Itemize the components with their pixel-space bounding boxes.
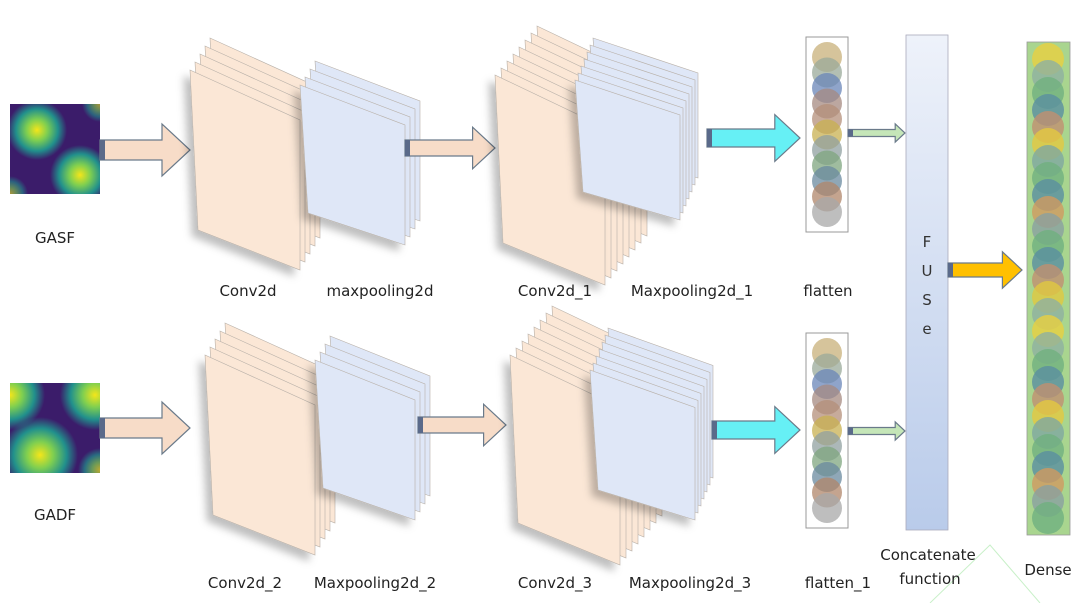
arrow-to-flatten-1 [711, 405, 801, 455]
arrow-flatten-1-to-fuse-shape [847, 420, 906, 442]
arrow-pool-to-conv2d-1 [404, 125, 496, 171]
conv2d-2-stack-sheet [204, 354, 316, 556]
maxpooling2d-2-stack-sheet [314, 359, 416, 521]
gasf-heatmap [10, 104, 100, 194]
arrow-to-flatten-tail [707, 129, 712, 147]
flatten-label: flatten [803, 282, 852, 300]
arrow-fuse-to-dense [947, 250, 1023, 290]
decorative-line [929, 544, 1041, 603]
gadf-heatmap [10, 383, 100, 473]
conv2d-2-stack [204, 322, 336, 556]
gadf-label: GADF [34, 506, 76, 524]
arrow-flatten-to-fuse [847, 122, 906, 144]
flatten-layer [805, 36, 849, 233]
maxpooling2d-label: maxpooling2d [327, 282, 434, 300]
flatten-1-layer [805, 332, 849, 529]
maxpooling2d-3-stack-sheet [589, 369, 696, 521]
arrow-to-flatten-1-tail [712, 421, 717, 439]
arrow-flatten-to-fuse-tail [848, 129, 853, 137]
maxpooling2d-2-stack [314, 335, 431, 521]
conv2d-stack-sheet [189, 69, 301, 271]
arrow-input-to-conv2d-shape [99, 122, 191, 178]
dense-neuron [1032, 502, 1064, 534]
flatten-1-label: flatten_1 [805, 574, 871, 593]
conv2d-1-stack-sheet [494, 74, 606, 286]
maxpooling2d-3-stack [589, 327, 714, 521]
conv2d-stack [189, 37, 321, 271]
arrow-input-to-conv2d [99, 122, 191, 178]
arrow-flatten-1-to-fuse [847, 420, 906, 442]
arrow-flatten-1-to-fuse-tail [848, 427, 853, 435]
arrow-input-to-conv2d-2 [99, 400, 191, 456]
flatten-layer-neuron [812, 197, 842, 227]
arrow-pool-to-conv2d-1-tail [405, 140, 410, 156]
flatten-1-layer-neuron [812, 493, 842, 523]
fuse-letter: F [923, 233, 932, 251]
function-label: function [899, 570, 960, 588]
fuse-letter: S [922, 291, 932, 309]
arrow-to-flatten [706, 113, 801, 163]
arrow-pool-to-conv2d-3-shape [417, 402, 507, 448]
dense-layer [1026, 41, 1071, 536]
arrow-to-flatten-shape [706, 113, 801, 163]
conv2d-3-label: Conv2d_3 [518, 574, 592, 593]
maxpooling2d-1-label: Maxpooling2d_1 [631, 282, 753, 301]
conv2d-2-label: Conv2d_2 [208, 574, 282, 593]
maxpooling2d-stack-sheet [299, 84, 406, 246]
fuse-letter: e [922, 320, 931, 338]
arrow-input-to-conv2d-2-shape [99, 400, 191, 456]
arrow-input-to-conv2d-2-tail [100, 418, 105, 438]
arrow-fuse-to-dense-tail [948, 263, 953, 277]
fuse-letter: U [922, 262, 933, 280]
maxpooling2d-1-stack-sheet [574, 79, 681, 221]
maxpooling2d-1-stack [574, 37, 699, 221]
arrow-pool-to-conv2d-3 [417, 402, 507, 448]
conv2d-1-label: Conv2d_1 [518, 282, 592, 301]
arrow-to-flatten-1-shape [711, 405, 801, 455]
arrow-pool-to-conv2d-1-shape [404, 125, 496, 171]
arrow-fuse-to-dense-shape [947, 250, 1023, 290]
maxpooling2d-3-label: Maxpooling2d_3 [629, 574, 751, 593]
conv2d-label: Conv2d [219, 282, 276, 300]
gasf-label: GASF [35, 229, 75, 247]
arrow-pool-to-conv2d-3-tail [418, 417, 423, 433]
dense-label: Dense [1024, 561, 1071, 579]
arrow-input-to-conv2d-tail [100, 140, 105, 160]
fuse-bar-rect [905, 34, 949, 531]
maxpooling2d-2-label: Maxpooling2d_2 [314, 574, 436, 593]
arrow-flatten-to-fuse-shape [847, 122, 906, 144]
concatenate-label: Concatenate [880, 546, 976, 564]
maxpooling2d-stack [299, 60, 421, 246]
